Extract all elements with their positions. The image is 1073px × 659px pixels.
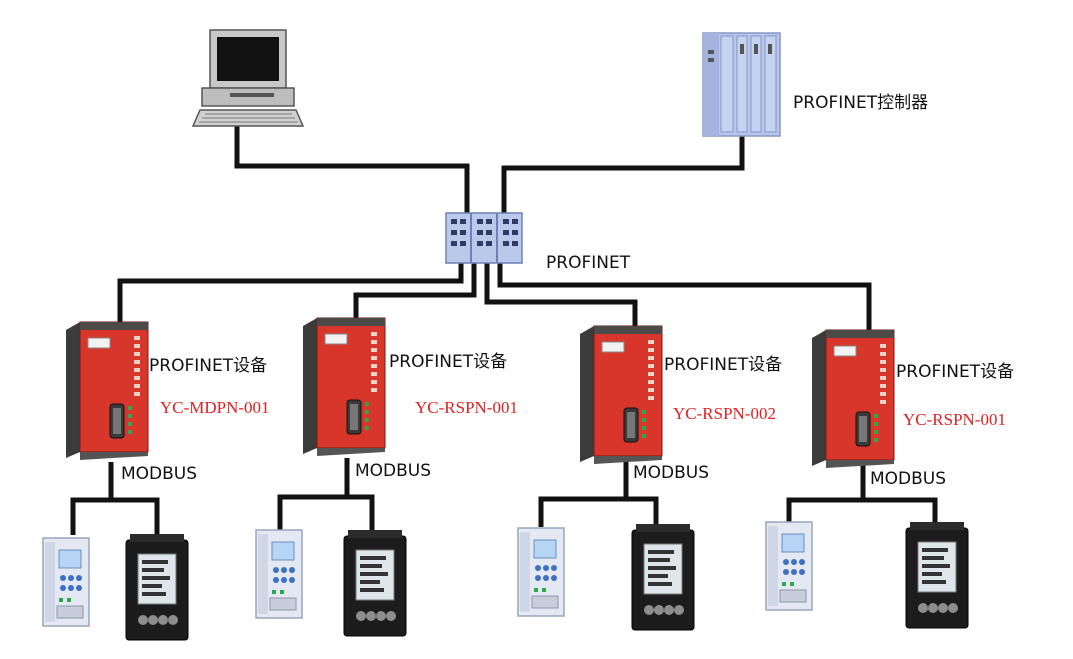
- protection-relay-1: [42, 537, 90, 627]
- switch-label: PROFINET: [546, 253, 631, 273]
- gateway-1-bus-label: MODBUS: [121, 464, 198, 484]
- power-meter-1: [125, 533, 189, 641]
- plc-controller-icon: [702, 32, 781, 137]
- desktop-computer-icon: [191, 29, 305, 127]
- wire-gw1-devices: [70, 497, 160, 535]
- gateway-1-model: YC-MDPN-001: [160, 398, 270, 417]
- gateway-4-device-label: PROFINET设备: [896, 362, 1015, 382]
- wire-gw4-devices: [786, 497, 938, 523]
- power-meter-4: [905, 521, 969, 629]
- gateway-3-bus-label: MODBUS: [633, 463, 710, 483]
- gateway-2-device-label: PROFINET设备: [389, 352, 508, 372]
- network-switch-icon: [445, 212, 523, 264]
- wire-switch-gw1: [117, 262, 464, 325]
- gateway-2-model: YC-RSPN-001: [415, 398, 518, 417]
- gateway-device-3: [579, 325, 663, 465]
- wire-switch-gw2: [353, 262, 477, 323]
- wire-gw3-devices: [538, 496, 659, 527]
- gateway-4-bus-label: MODBUS: [870, 469, 947, 489]
- gateway-1-device-label: PROFINET设备: [149, 356, 268, 376]
- wire-controller-switch: [501, 135, 745, 216]
- power-meter-3: [631, 523, 695, 631]
- wire-pc-switch: [234, 125, 470, 216]
- gateway-device-4: [811, 329, 895, 469]
- gateway-3-device-label: PROFINET设备: [664, 355, 783, 375]
- power-meter-2: [343, 529, 407, 637]
- gateway-3-model: YC-RSPN-002: [673, 404, 776, 423]
- gateway-4-model: YC-RSPN-001: [903, 410, 1006, 429]
- protection-relay-3: [517, 527, 565, 617]
- gateway-device-2: [302, 317, 386, 457]
- wire-switch-gw4: [497, 262, 872, 336]
- controller-label: PROFINET控制器: [793, 93, 929, 113]
- gateway-2-bus-label: MODBUS: [355, 461, 432, 481]
- wire-switch-gw3: [484, 262, 638, 332]
- gateway-device-1: [65, 321, 149, 461]
- wire-gw2-devices: [277, 494, 375, 535]
- protection-relay-2: [255, 529, 303, 619]
- protection-relay-4: [765, 521, 813, 611]
